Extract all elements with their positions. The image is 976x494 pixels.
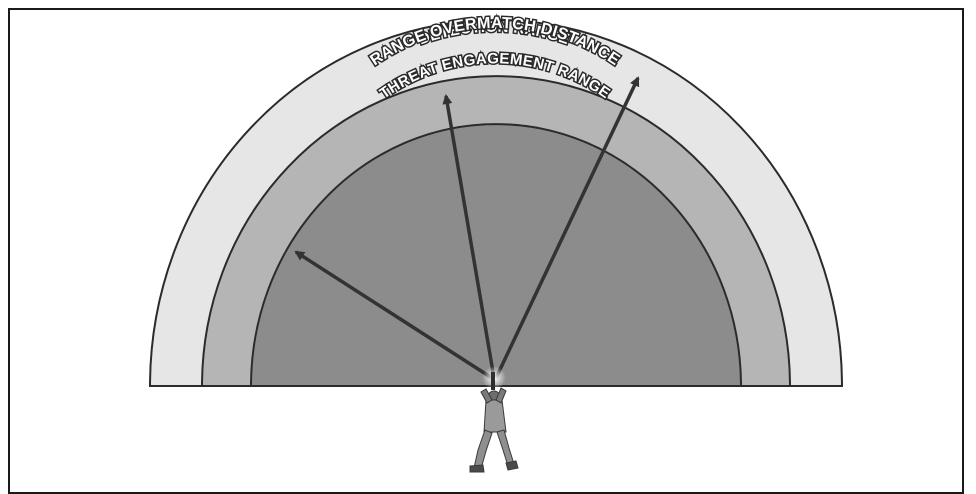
detection-range-arrow [494,76,640,379]
threat-engagement-zone [249,123,743,387]
overmatch-range-arrow [442,94,496,379]
soldier-figure [469,372,519,473]
threat-range-arrow [294,250,493,380]
